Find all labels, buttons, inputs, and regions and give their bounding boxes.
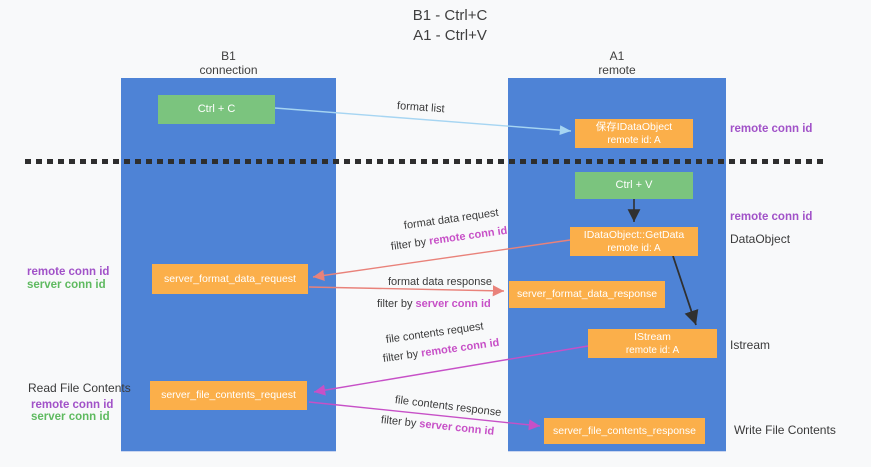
istream-line1: IStream — [634, 330, 671, 343]
server-file-contents-request-label: server_file_contents_request — [161, 389, 296, 401]
idataobject-getdata-node: IDataObject::GetData remote id: A — [570, 227, 698, 256]
right-remote-conn-id-label-1: remote conn id — [730, 123, 813, 135]
istream-line2: remote id: A — [625, 344, 680, 356]
dashed-divider — [25, 159, 825, 164]
title-line-2: A1 - Ctrl+V — [413, 27, 487, 44]
server-format-data-request-label: server_format_data_request — [164, 272, 296, 285]
ctrl-v-label: Ctrl + V — [615, 179, 653, 191]
right-column-name: A1 — [609, 49, 625, 63]
server-conn-id-text: server conn id — [415, 298, 491, 310]
istream-side-label: Istream — [730, 338, 771, 352]
arrow-format-list — [274, 107, 572, 136]
left-column-name: B1 — [221, 49, 236, 63]
save-idataobject-node: 保存IDataObject remote id: A — [575, 119, 693, 148]
arrow-file-contents-request — [313, 345, 589, 396]
left-server-conn-id-label-1: server conn id — [27, 279, 106, 291]
arrow-format-data-response — [308, 285, 505, 297]
ctrl-v-node: Ctrl + V — [575, 172, 693, 199]
server-file-contents-response-label: server_file_contents_response — [552, 424, 696, 437]
idataobject-getdata-line2: remote id: A — [607, 242, 661, 254]
filter-by-server-conn-id-label-1: filter by server conn id — [377, 298, 491, 310]
arrow-file-contents-response — [308, 401, 541, 431]
idataobject-getdata-line1: IDataObject::GetData — [583, 228, 685, 241]
server-file-contents-response-node: server_file_contents_response — [544, 418, 705, 444]
left-remote-conn-id-label-1: remote conn id — [27, 266, 110, 278]
title-line-1: B1 - Ctrl+C — [412, 7, 488, 24]
server-format-data-response-node: server_format_data_response — [509, 281, 665, 308]
save-idataobject-line2: remote id: A — [607, 134, 661, 146]
ctrl-c-node: Ctrl + C — [158, 95, 275, 124]
dataobject-label: DataObject — [730, 232, 791, 246]
server-format-data-response-label: server_format_data_response — [516, 288, 658, 300]
server-file-contents-request-node: server_file_contents_request — [150, 381, 307, 410]
arrow-format-data-request — [312, 239, 571, 281]
read-file-contents-label: Read File Contents — [28, 381, 131, 395]
left-server-conn-id-label-2: server conn id — [31, 411, 110, 423]
diagram-title: B1 - Ctrl+C A1 - Ctrl+V — [300, 6, 600, 46]
ctrl-c-label: Ctrl + C — [197, 103, 236, 115]
right-column-role: remote — [598, 63, 636, 77]
left-column-role: connection — [199, 63, 258, 77]
write-file-contents-label: Write File Contents — [734, 423, 836, 437]
format-data-response-label: format data response — [388, 276, 492, 288]
right-remote-conn-id-label-2: remote conn id — [730, 211, 813, 223]
server-format-data-request-node: server_format_data_request — [152, 264, 308, 294]
save-idataobject-line1: 保存IDataObject — [595, 120, 673, 133]
left-column-header: B1 connection — [121, 49, 336, 77]
filter-by-text: filter by — [377, 298, 413, 310]
left-remote-conn-id-label-2: remote conn id — [31, 399, 114, 411]
istream-node: IStream remote id: A — [588, 329, 717, 358]
right-column-header: A1 remote — [508, 49, 726, 77]
arrow-getdata-to-istream — [672, 255, 699, 326]
